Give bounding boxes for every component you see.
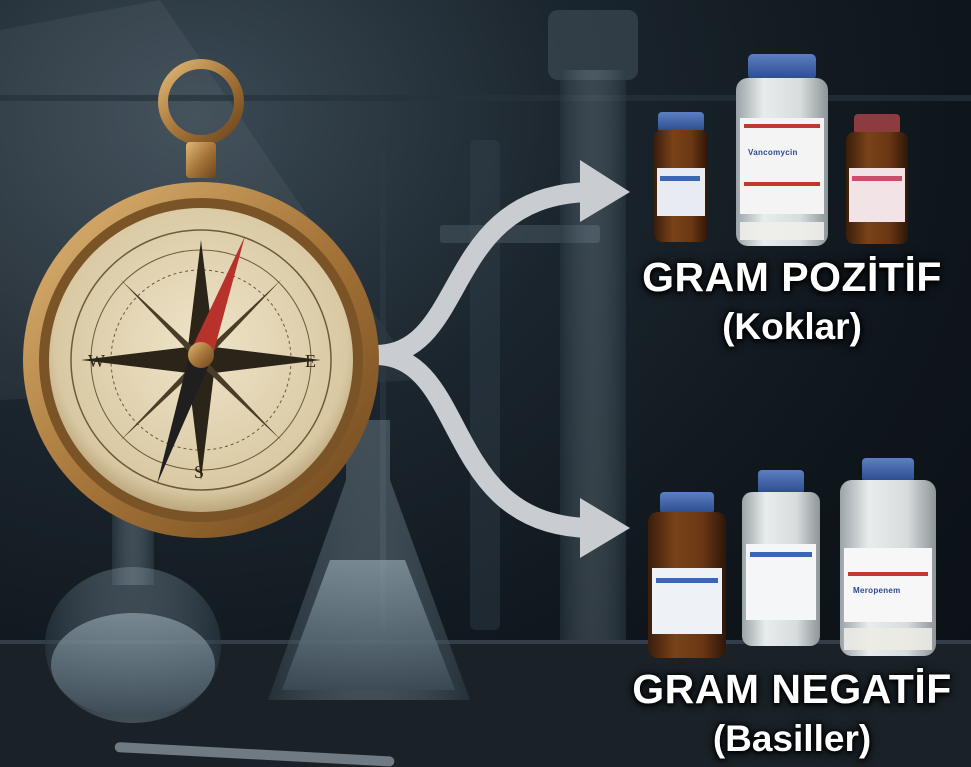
compass-east-letter: E — [305, 351, 316, 371]
arrow-to-positive — [365, 182, 600, 365]
compass-icon: W E S — [23, 59, 379, 538]
positive-vials — [654, 54, 908, 246]
compass-west-letter: W — [88, 351, 105, 371]
vial-label-positive: Vancomycin — [748, 148, 798, 157]
compass-south-letter: S — [194, 462, 204, 482]
arrow-to-negative — [365, 345, 600, 538]
negative-vials — [648, 458, 936, 658]
gram-positive-title: GRAM POZİTİF — [642, 254, 942, 300]
vial-label-negative: Meropenem — [853, 586, 901, 595]
gram-positive-subtitle: (Koklar) — [722, 306, 862, 347]
gram-negative-title: GRAM NEGATİF — [632, 666, 952, 712]
gram-negative-subtitle: (Basiller) — [712, 718, 872, 759]
